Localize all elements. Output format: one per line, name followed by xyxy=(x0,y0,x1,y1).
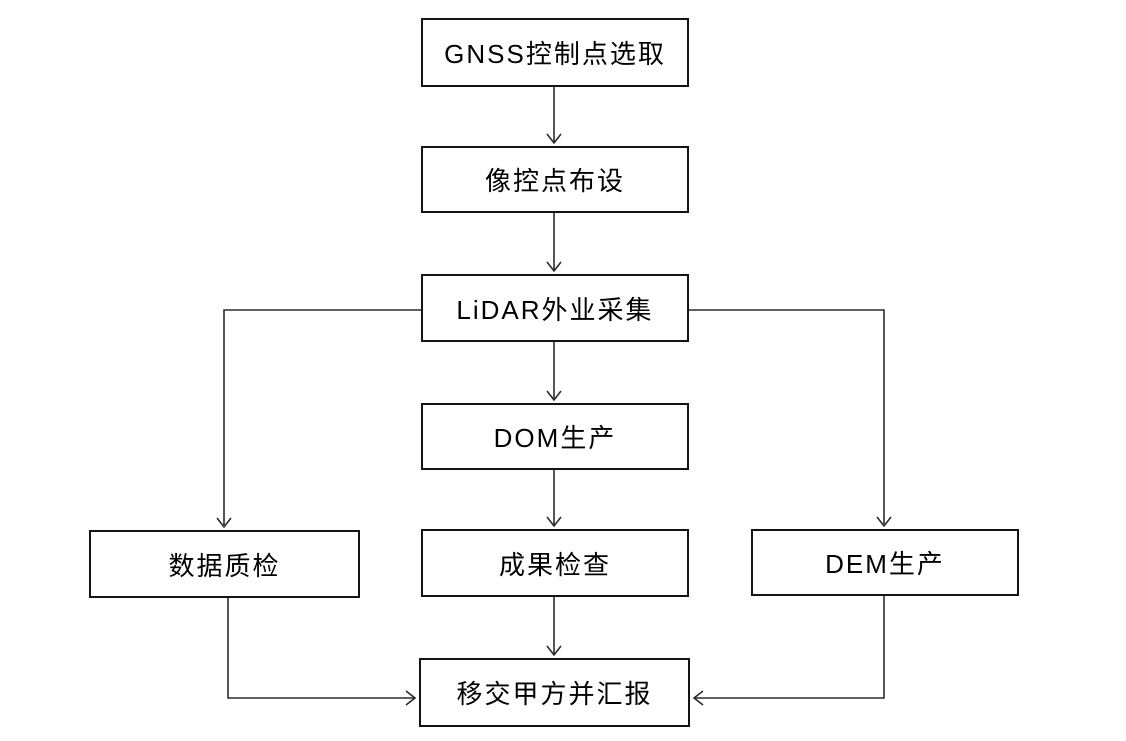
edge-lidar-to-data-quality-arrow xyxy=(216,309,421,529)
edge-gnss-to-image-control-arrow xyxy=(546,87,562,145)
edge-lidar-to-dom-arrow xyxy=(546,342,562,402)
edge-lidar-to-dem-arrow xyxy=(689,309,892,528)
edge-result-inspection-to-handover-arrow xyxy=(546,597,562,657)
node-dem-production: DEM生产 xyxy=(751,529,1019,596)
node-dom-production: DOM生产 xyxy=(421,403,689,470)
edge-data-quality-to-handover-arrow xyxy=(227,598,417,706)
node-lidar-field-collection: LiDAR外业采集 xyxy=(421,274,689,342)
node-data-quality-check: 数据质检 xyxy=(89,530,360,598)
node-gnss-control-point-selection: GNSS控制点选取 xyxy=(421,18,689,87)
edge-image-control-to-lidar-arrow xyxy=(546,213,562,273)
node-result-inspection: 成果检查 xyxy=(421,529,689,597)
edge-dem-to-handover-arrow xyxy=(692,596,885,706)
node-image-control-point-layout: 像控点布设 xyxy=(421,146,689,213)
node-handover-to-client-and-report: 移交甲方并汇报 xyxy=(419,658,690,727)
edge-dom-to-result-inspection-arrow xyxy=(546,470,562,528)
